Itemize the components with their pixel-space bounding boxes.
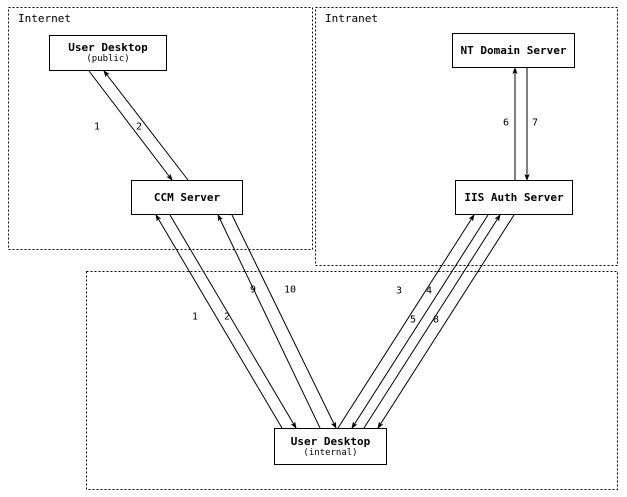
zone-label-internet: Internet xyxy=(18,12,71,25)
edge-line-edge-1-internal xyxy=(155,214,283,429)
edge-label-edge-6: 6 xyxy=(502,117,510,129)
node-title-ccm-server: CCM Server xyxy=(153,191,221,204)
zone-boundary-internal-lan xyxy=(86,271,618,490)
edge-label-edge-5: 5 xyxy=(409,314,417,326)
edge-label-edge-4: 4 xyxy=(425,285,433,297)
edge-lines xyxy=(88,67,530,429)
edge-label-edge-1-internal: 1 xyxy=(191,311,199,323)
edge-label-edge-2-internal: 2 xyxy=(223,311,231,323)
edge-line-edge-4 xyxy=(351,214,489,429)
edge-line-edge-8 xyxy=(377,214,515,429)
edge-line-edge-1-public xyxy=(88,70,173,181)
node-subtitle-user-desktop-public: (public) xyxy=(86,54,130,64)
node-subtitle-user-desktop-internal: (internal) xyxy=(303,447,358,458)
zone-boundary-internet xyxy=(8,7,313,250)
edge-label-edge-10: 10 xyxy=(283,284,297,296)
node-title-user-desktop-internal: User Desktop xyxy=(290,434,371,448)
edge-line-edge-3 xyxy=(337,214,475,429)
edge-line-edge-2-internal xyxy=(169,214,297,429)
edge-label-edge-7: 7 xyxy=(531,117,539,129)
edge-line-edge-5 xyxy=(363,214,501,429)
edge-label-edge-8: 8 xyxy=(432,314,440,326)
node-title-nt-domain-server: NT Domain Server xyxy=(460,44,567,57)
node-nt-domain-server[interactable]: NT Domain Server xyxy=(452,33,575,68)
edge-label-edge-3: 3 xyxy=(395,285,403,297)
edge-label-edge-9: 9 xyxy=(249,284,257,296)
edge-line-edge-9 xyxy=(217,214,321,429)
node-user-desktop-internal[interactable]: User Desktop(internal) xyxy=(274,428,387,465)
zone-label-intranet: Intranet xyxy=(325,12,378,25)
node-ccm-server[interactable]: CCM Server xyxy=(131,180,243,215)
edge-line-edge-10 xyxy=(231,214,337,429)
node-title-user-desktop-public: User Desktop xyxy=(68,41,148,54)
edge-label-edge-1-public: 1 xyxy=(93,121,101,133)
node-title-iis-auth-server: IIS Auth Server xyxy=(464,191,564,204)
node-user-desktop-public[interactable]: User Desktop(public) xyxy=(49,35,167,71)
zone-boundaries xyxy=(8,7,618,490)
edge-label-edge-2-public: 2 xyxy=(135,121,143,133)
edge-line-edge-2-public xyxy=(103,70,189,181)
node-iis-auth-server[interactable]: IIS Auth Server xyxy=(455,180,573,215)
